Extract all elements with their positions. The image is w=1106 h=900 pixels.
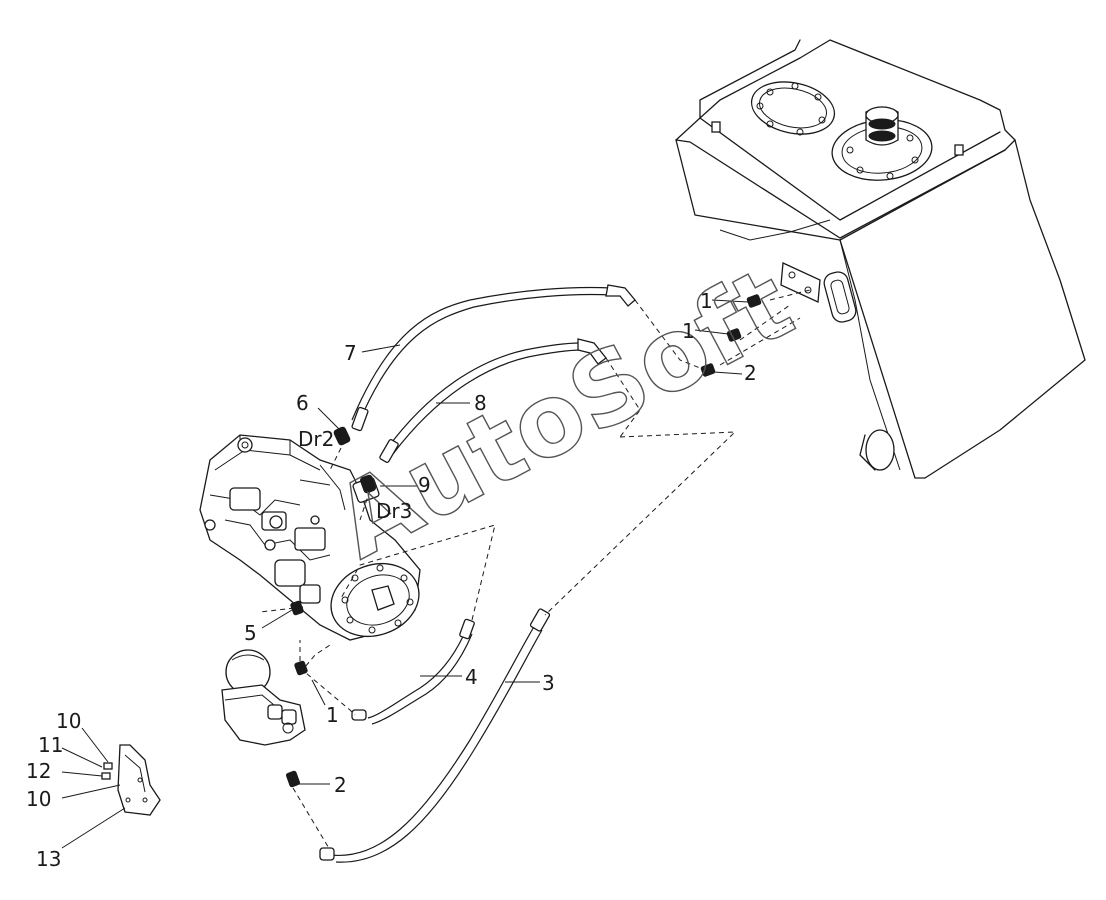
label-part-1-top: 1: [700, 289, 713, 313]
pilot-valve-block: [221, 649, 306, 788]
label-part-10-bottom: 10: [26, 787, 51, 811]
main-hydraulic-pump: [199, 426, 421, 676]
tank-fittings: [700, 294, 762, 377]
label-drain-3: Dr3: [376, 499, 412, 523]
label-part-4: 4: [465, 665, 478, 689]
label-part-13: 13: [36, 847, 61, 871]
filler-bolts: [846, 134, 919, 180]
label-part-10-top: 10: [56, 709, 81, 733]
label-part-9: 9: [418, 473, 431, 497]
label-part-1-low: 1: [326, 703, 339, 727]
label-part-12: 12: [26, 759, 51, 783]
hydraulic-tank: [675, 39, 1086, 479]
label-part-7: 7: [344, 341, 357, 365]
label-part-5: 5: [244, 621, 257, 645]
label-part-6: 6: [296, 391, 309, 415]
label-part-3: 3: [542, 671, 555, 695]
label-part-11: 11: [38, 733, 63, 757]
label-drain-2: Dr2: [298, 427, 334, 451]
label-part-2-top: 2: [744, 361, 757, 385]
label-part-1-mid: 1: [682, 319, 695, 343]
part-labels: 1 1 2 7 8 6 Dr2 9 Dr3 5 4 3 1 2 10 11 12…: [26, 289, 757, 871]
label-part-2-low: 2: [334, 773, 347, 797]
label-part-8: 8: [474, 391, 487, 415]
leader-lines: [61, 299, 749, 849]
mounting-bracket: [101, 744, 161, 816]
connection-lines: [259, 289, 811, 851]
lid-bolts: [756, 82, 826, 136]
hoses: [319, 284, 636, 863]
